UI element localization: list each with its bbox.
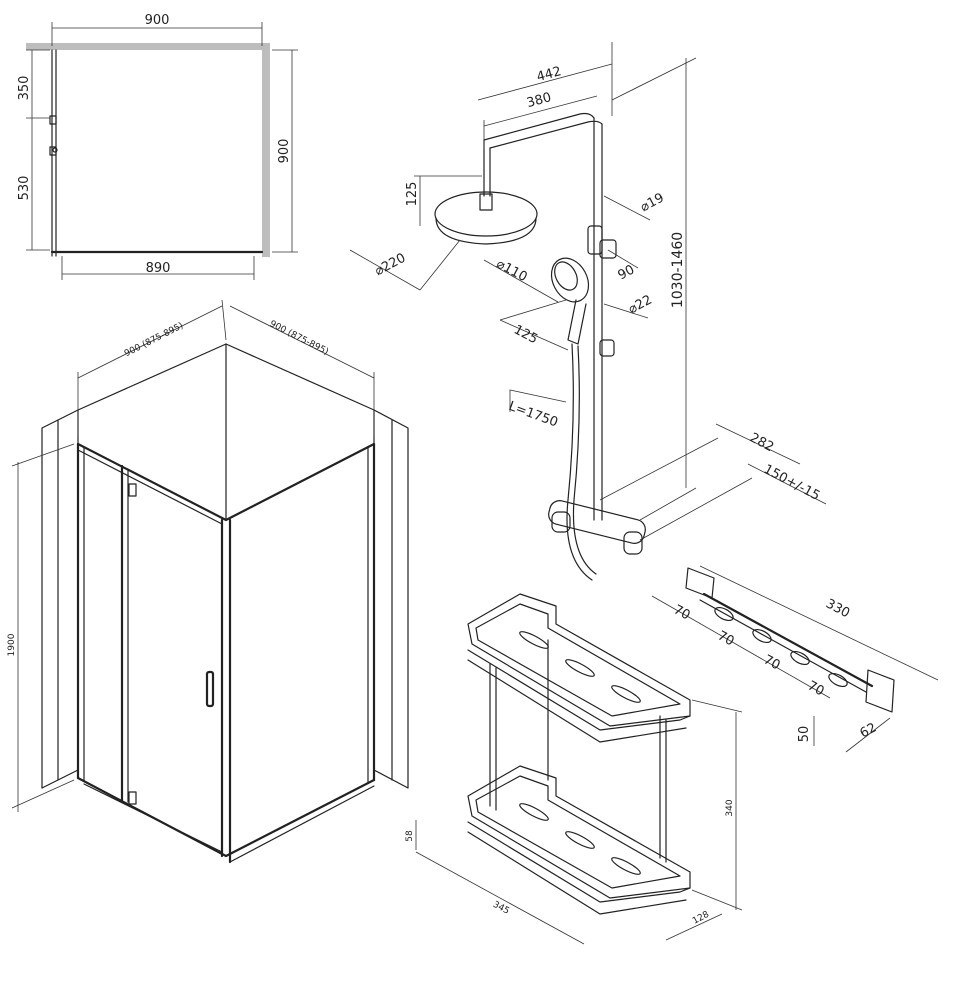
dim-hand-diameter: ⌀110 [494, 257, 530, 286]
dim-pipe-diameter: ⌀19 [638, 191, 667, 216]
rail-dim-spacing-4: 70 [805, 678, 827, 699]
hook-1 [714, 606, 734, 622]
plan-view: 900 350 530 900 890 [17, 13, 298, 280]
door-hinge-top [128, 483, 137, 497]
rail-dim-spacing-3: 70 [761, 652, 783, 673]
door-hinge-bottom [128, 791, 137, 805]
dim-mixer-depth: 282 [747, 430, 776, 455]
dim-head-height: 125 [405, 182, 420, 207]
rail-end-right [865, 669, 895, 713]
cabin-dim-front: 900 (875-895) [123, 321, 185, 359]
shower-hose [566, 343, 593, 581]
plan-wall-right [262, 43, 270, 257]
shower-column: 380 442 125 ⌀220 ⌀19 ⌀110 90 ⌀22 125 L=1… [349, 42, 827, 581]
plan-dim-bottom: 890 [146, 261, 171, 276]
rail-dim-spacing-1: 70 [671, 602, 693, 623]
thermostatic-mixer [548, 500, 646, 544]
dim-handle-length: 125 [511, 322, 540, 347]
rail-dim-height: 50 [797, 726, 812, 743]
door-handle [205, 670, 215, 708]
hook-rail: 330 70 70 70 70 50 62 [651, 565, 939, 753]
shelf-dim-height: 340 [725, 799, 735, 816]
rail-bar [702, 592, 874, 688]
shower-cabin-isometric: 900 (875-895) 900 (875-895) 1900 [7, 299, 409, 864]
plan-wall-top [26, 43, 270, 50]
dim-arm-outer: 442 [535, 64, 563, 85]
shelf-upper-basket [467, 593, 691, 727]
hand-shower-head [550, 257, 590, 303]
shelf-lower-basket [467, 765, 691, 899]
hand-shower-handle [567, 299, 587, 345]
dim-height-range: 1030-1460 [670, 232, 686, 308]
cabin-dim-height: 1900 [7, 633, 17, 656]
rail-dim-length: 330 [823, 596, 852, 621]
hook-4 [828, 672, 848, 688]
plan-dim-left-lower: 530 [17, 176, 32, 201]
hook-3 [790, 650, 810, 666]
rail-end-left [685, 567, 715, 599]
plan-dim-right: 900 [277, 139, 292, 164]
hook-2 [752, 628, 772, 644]
dim-bar-diameter: ⌀22 [626, 293, 655, 318]
cabin-top-frame [76, 442, 376, 522]
plan-dim-left-upper: 350 [17, 76, 32, 101]
rail-dim-spacing-2: 70 [715, 628, 737, 649]
cabin-dim-side: 900 (875-895) [268, 319, 330, 357]
dim-arm-inner: 380 [525, 90, 553, 111]
dim-slider-offset: 90 [616, 262, 638, 283]
plan-dim-top: 900 [145, 13, 170, 28]
shelf-dim-depth: 128 [691, 910, 711, 927]
double-shelf: 58 340 345 128 [405, 593, 743, 945]
cabin-bottom-frame [76, 776, 376, 858]
rail-dim-depth: 62 [858, 720, 880, 741]
dim-head-diameter: ⌀220 [372, 251, 408, 280]
dim-hose: L=1750 [507, 399, 560, 431]
shelf-dim-rim: 58 [405, 830, 415, 842]
rain-shower-head [434, 191, 538, 237]
holder [599, 339, 615, 357]
dim-mixer-spacing: 150+/-15 [761, 462, 822, 504]
